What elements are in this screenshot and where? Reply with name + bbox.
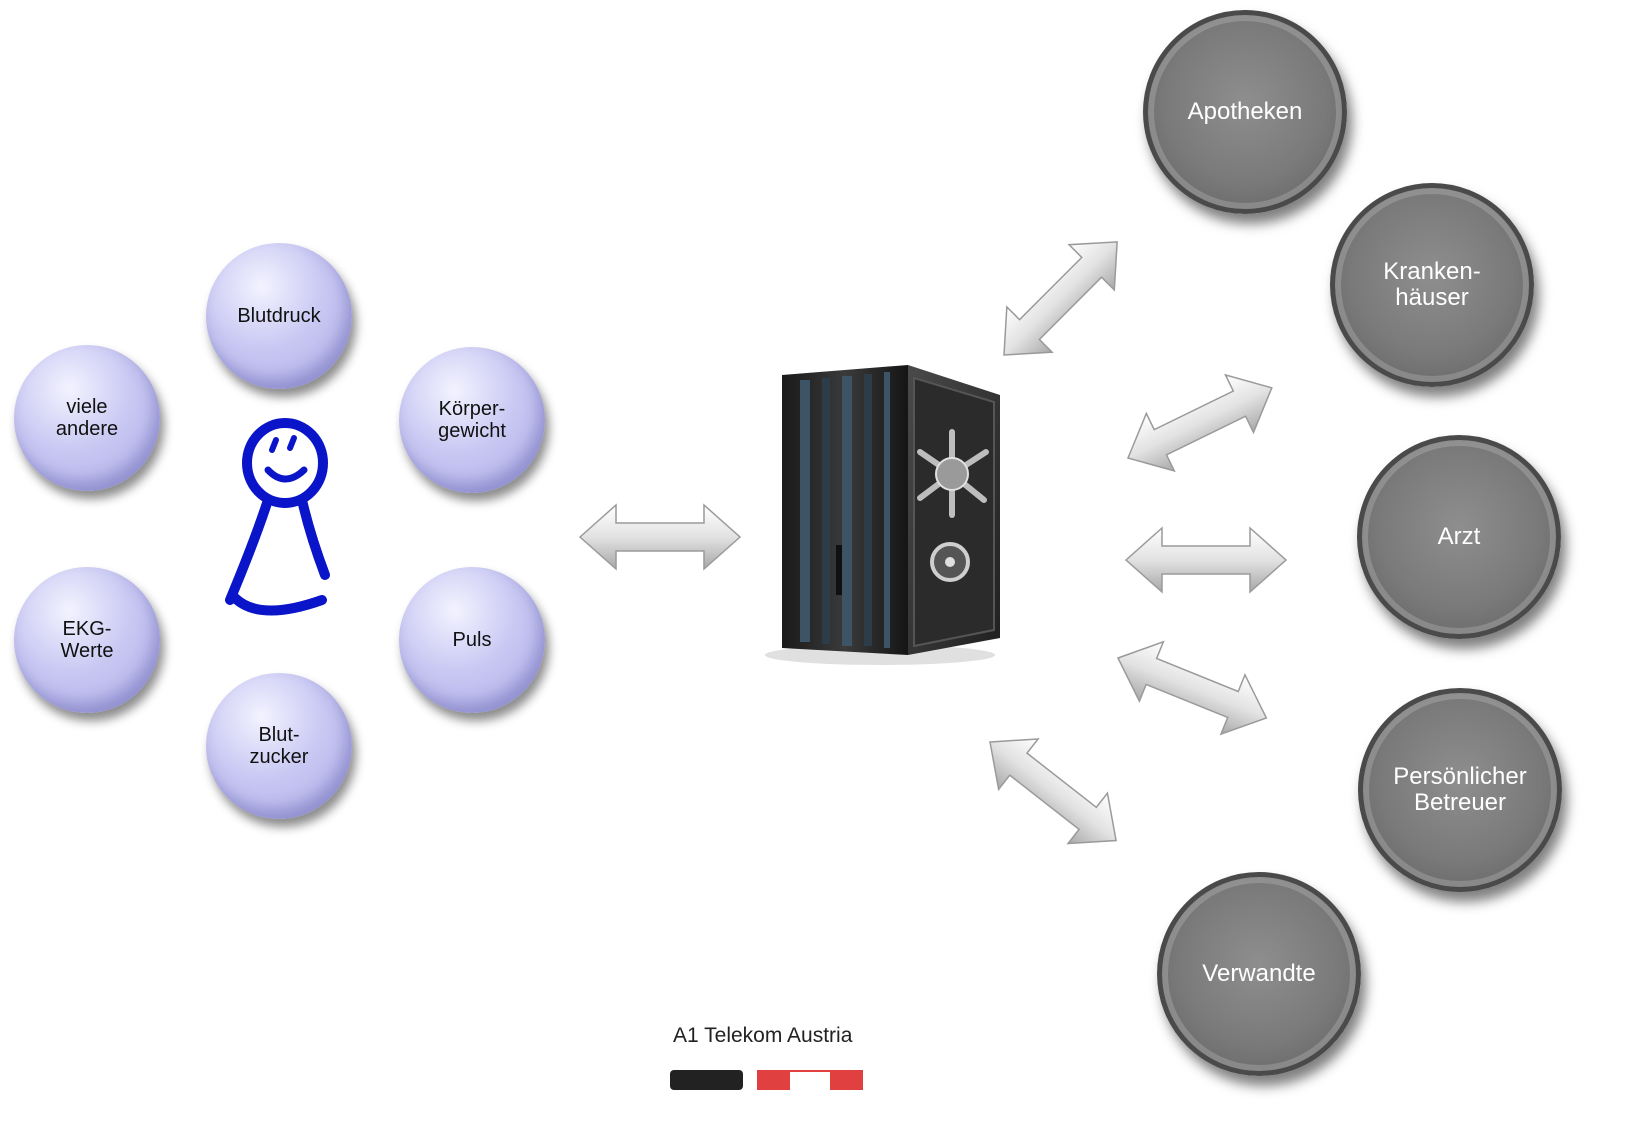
node-koerpergewicht: Körper- gewicht <box>399 347 545 493</box>
node-label: Blutdruck <box>237 305 321 327</box>
arrow-person-server <box>579 504 741 570</box>
node-apotheken: Apotheken <box>1143 10 1347 214</box>
brand-logo-dark <box>670 1070 743 1090</box>
node-label: Arzt <box>1437 522 1481 550</box>
node-viele-andere: viele andere <box>14 345 160 491</box>
arrow-server-verwandte <box>969 716 1137 867</box>
node-label: Apotheken <box>1187 97 1303 125</box>
node-label: Persönlicher Betreuer <box>1393 762 1527 816</box>
stick-figure-icon <box>225 418 330 616</box>
node-krankenhaeuser: Kranken- häuser <box>1330 183 1534 387</box>
arrow-server-apotheken <box>980 218 1141 379</box>
node-label: Kranken- häuser <box>1383 257 1481 311</box>
node-verwandte: Verwandte <box>1157 872 1361 1076</box>
node-blutdruck: Blutdruck <box>206 243 352 389</box>
safe-server-icon <box>765 365 1000 665</box>
node-label: Puls <box>452 629 492 651</box>
brand-name: A1 Telekom Austria <box>673 1024 853 1047</box>
arrow-server-krankenhaeuser <box>1113 358 1287 488</box>
node-label: viele andere <box>55 396 119 440</box>
node-label: Blut- zucker <box>249 724 309 768</box>
node-label: Körper- gewicht <box>438 398 506 442</box>
node-puls: Puls <box>399 567 545 713</box>
node-label: Verwandte <box>1202 959 1316 987</box>
node-ekg-werte: EKG- Werte <box>14 567 160 713</box>
arrow-server-betreuer <box>1105 627 1280 749</box>
node-persoenlicher-betreuer: Persönlicher Betreuer <box>1358 688 1562 892</box>
arrow-server-arzt <box>1125 527 1287 593</box>
node-blutzucker: Blut- zucker <box>206 673 352 819</box>
node-arzt: Arzt <box>1357 435 1561 639</box>
node-label: EKG- Werte <box>60 618 114 662</box>
